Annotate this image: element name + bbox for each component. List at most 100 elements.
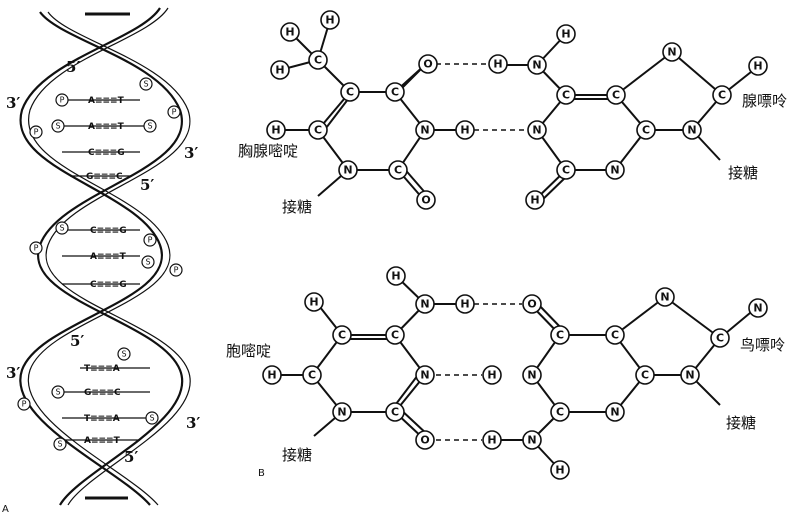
atom-symbol: C	[562, 164, 570, 177]
atom-symbol: N	[610, 406, 619, 419]
atom-c: C	[385, 82, 405, 102]
helix-pair-top-4: G≡≡≡C	[86, 172, 123, 182]
helix-node-s-label: S	[143, 80, 148, 89]
atom-n: N	[527, 55, 547, 75]
atom-symbol: C	[314, 124, 322, 137]
atom-h: H	[488, 54, 508, 74]
atom-circle	[710, 328, 730, 348]
helix-pair-low-2: G≡≡≡C	[84, 388, 121, 398]
atom-circle	[482, 365, 502, 385]
atom-circle	[332, 402, 352, 422]
atom-symbol: N	[343, 164, 352, 177]
helix-node-s	[141, 255, 155, 269]
atom-n: N	[332, 402, 352, 422]
atom-c: C	[385, 402, 405, 422]
atom-symbol: H	[271, 124, 280, 137]
atom-h: H	[525, 190, 545, 210]
atom-symbol: H	[309, 296, 318, 309]
atom-c: C	[605, 325, 625, 345]
atom-symbol: N	[667, 46, 676, 59]
atom-h: H	[304, 292, 324, 312]
atom-symbol: N	[532, 59, 541, 72]
atom-symbol: C	[338, 329, 346, 342]
helix-node-s	[53, 437, 67, 451]
helix-strand-1-inner	[45, 11, 191, 506]
atom-n: N	[338, 160, 358, 180]
atom-n: N	[680, 365, 700, 385]
helix-node-p	[167, 105, 181, 119]
atom-c: C	[340, 82, 360, 102]
atom-circle	[388, 160, 408, 180]
atom-n: N	[415, 120, 435, 140]
helix-node-s-label: S	[55, 122, 60, 131]
atom-circle	[308, 120, 328, 140]
atom-symbol: O	[423, 58, 432, 71]
helix-node-p-label: P	[34, 244, 39, 253]
helix-end-5-mid: 5′	[140, 176, 154, 194]
helix-pair-top-1: A≡≡≡T	[88, 96, 125, 106]
atom-h: H	[748, 56, 768, 76]
atom-symbol: H	[275, 64, 284, 77]
atom-h: H	[266, 120, 286, 140]
helix-node-s	[55, 221, 69, 235]
helix-pair-mid-3: C≡≡≡G	[90, 280, 127, 290]
atom-symbol: H	[460, 298, 469, 311]
atom-circle	[302, 365, 322, 385]
atom-circle	[415, 294, 435, 314]
helix-end-3-bottom: 3′	[186, 414, 200, 432]
atom-symbol: C	[612, 89, 620, 102]
atom-symbol: H	[530, 194, 539, 207]
guanine-label: 鸟嘌呤	[740, 336, 785, 354]
atom-circle	[340, 82, 360, 102]
helix-node-p	[55, 93, 69, 107]
atom-c: C	[556, 160, 576, 180]
helix-strand-2-inner	[27, 7, 171, 506]
helix-node-s-label: S	[55, 388, 60, 397]
cytosine-label: 胞嘧啶	[226, 342, 271, 360]
helix-node-p-label: P	[148, 236, 153, 245]
atom-h: H	[556, 24, 576, 44]
atom-o: O	[418, 54, 438, 74]
atom-h: H	[262, 365, 282, 385]
atom-symbol: C	[718, 89, 726, 102]
atom-n: N	[415, 294, 435, 314]
atom-circle	[488, 54, 508, 74]
atom-circle	[308, 50, 328, 70]
atom-symbol: O	[420, 434, 429, 447]
atom-symbol: N	[420, 369, 429, 382]
helix-end-3-mid: 3′	[184, 144, 198, 162]
atom-circle	[522, 430, 542, 450]
helix-strand-2	[19, 7, 164, 506]
helix-pair-low-3: T≡≡≡A	[84, 414, 120, 424]
panel-label-b: B	[258, 468, 265, 479]
atom-h: H	[386, 266, 406, 286]
helix-node-p-label: P	[174, 266, 179, 275]
atom-symbol: C	[556, 329, 564, 342]
atom-symbol: H	[285, 26, 294, 39]
atom-n: N	[605, 160, 625, 180]
helix-end-5-bottom: 5′	[124, 448, 138, 466]
atom-circle	[525, 190, 545, 210]
helix-pair-top-3: C≡≡≡G	[88, 148, 125, 158]
atom-symbol: N	[532, 124, 541, 137]
atom-h: H	[455, 294, 475, 314]
atom-symbol: C	[641, 369, 649, 382]
atom-symbol: C	[314, 54, 322, 67]
atom-circle	[605, 160, 625, 180]
atom-symbol: H	[325, 14, 334, 27]
atom-circle	[556, 24, 576, 44]
helix-node-s	[143, 119, 157, 133]
atom-n: N	[527, 120, 547, 140]
atom-circle	[415, 430, 435, 450]
atom-circle	[455, 294, 475, 314]
atom-h: H	[550, 460, 570, 480]
atom-symbol: C	[556, 406, 564, 419]
helix-node-p	[143, 233, 157, 247]
panel-label-a: A	[2, 504, 9, 515]
atom-circle	[527, 55, 547, 75]
helix-node-s-label: S	[59, 224, 64, 233]
atom-circle	[482, 430, 502, 450]
atom-circle	[605, 325, 625, 345]
